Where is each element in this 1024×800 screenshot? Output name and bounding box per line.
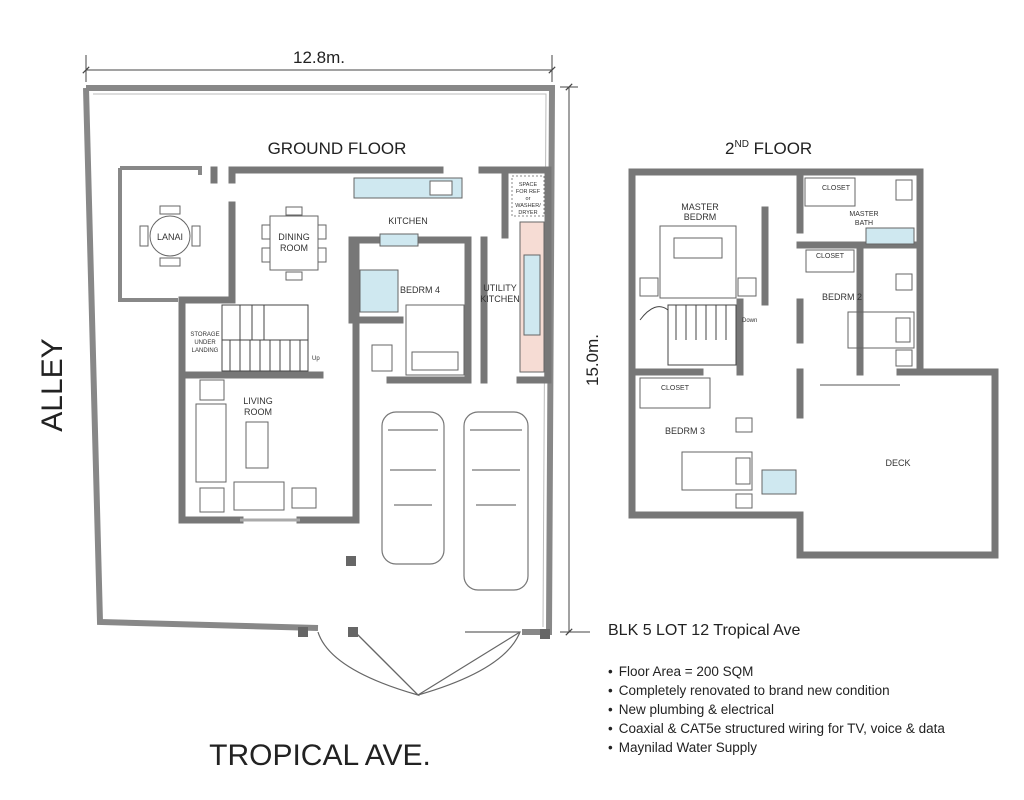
ground-floor-title: GROUND FLOOR xyxy=(268,139,407,158)
deck-label: DECK xyxy=(885,458,910,468)
master-closet xyxy=(804,177,856,207)
ref-space xyxy=(511,175,545,217)
ref-label-4: WASHER/ xyxy=(515,203,541,209)
bedrm4-label: BEDRM 4 xyxy=(400,285,440,295)
dining-table xyxy=(261,206,327,281)
living-label-2: ROOM xyxy=(244,407,272,417)
second-floor-title: 2ND FLOOR xyxy=(725,139,812,158)
ref-label-5: DRYER xyxy=(518,210,537,216)
stairs-down-label: Down xyxy=(742,318,757,324)
kitchen-sink xyxy=(429,180,453,196)
storage-label-2: UNDER xyxy=(194,340,216,346)
ref-label-3: or xyxy=(526,196,531,202)
dining-label-2: ROOM xyxy=(280,243,308,253)
bedrm3-bed xyxy=(681,417,753,509)
lanai-label: LANAI xyxy=(157,232,183,242)
depth-label: 15.0m. xyxy=(583,334,602,386)
upper-stairs xyxy=(639,304,737,366)
depth-dimension xyxy=(560,83,590,636)
front-street-label: TROPICAL AVE. xyxy=(209,739,431,772)
ref-label-2: FOR REF xyxy=(516,189,541,195)
garage-cars xyxy=(381,411,529,591)
width-label: 12.8m. xyxy=(293,48,345,67)
feature-item: New plumbing & electrical xyxy=(608,700,1018,719)
utility-label-1: UTILITY xyxy=(483,283,517,293)
bedrm2-closet-label: CLOSET xyxy=(816,253,845,260)
alley-label: ALLEY xyxy=(36,338,69,431)
storage-label-1: STORAGE xyxy=(190,332,219,338)
bedrm3-closet-label: CLOSET xyxy=(661,385,690,392)
bedrm2-closet xyxy=(805,249,855,273)
bedrm4-bed xyxy=(405,304,465,376)
bedrm3-label: BEDRM 3 xyxy=(665,426,705,436)
feature-item: Completely renovated to brand new condit… xyxy=(608,681,1018,700)
master-bed xyxy=(639,225,757,299)
hall-bath xyxy=(761,469,797,495)
stairs-up-label: Up xyxy=(312,356,320,362)
lot-inner xyxy=(93,93,547,628)
lanai-slab xyxy=(118,166,202,302)
mbath-label-1: MASTER xyxy=(849,211,878,218)
front-gates xyxy=(317,631,521,697)
master-label-1: MASTER xyxy=(681,202,719,212)
bedrm2-label: BEDRM 2 xyxy=(822,292,862,302)
utility-label-2: KITCHEN xyxy=(480,294,520,304)
living-label-1: LIVING xyxy=(243,396,273,406)
gate-posts xyxy=(298,627,550,639)
utility-sink xyxy=(523,254,541,336)
feature-item: Floor Area = 200 SQM xyxy=(608,662,1018,681)
width-dimension xyxy=(82,55,556,82)
feature-list: Floor Area = 200 SQM Completely renovate… xyxy=(608,662,1018,757)
lanai-table xyxy=(139,205,201,267)
living-furniture xyxy=(195,379,317,513)
listing-info: BLK 5 LOT 12 Tropical Ave Floor Area = 2… xyxy=(608,622,1018,757)
dining-label-1: DINING xyxy=(278,232,310,242)
master-label-2: BEDRM xyxy=(684,212,717,222)
garage-post xyxy=(346,556,356,566)
feature-item: Maynilad Water Supply xyxy=(608,738,1018,757)
ground-stairs xyxy=(221,304,309,372)
storage-label-3: LANDING xyxy=(192,348,219,354)
second-floor-walls xyxy=(628,168,999,559)
bedrm4-bath xyxy=(359,269,399,372)
listing-title: BLK 5 LOT 12 Tropical Ave xyxy=(608,622,801,639)
bedrm3-closet xyxy=(639,377,711,409)
bedrm2-bed xyxy=(847,273,915,367)
master-closet-label: CLOSET xyxy=(822,185,851,192)
kitchen-island xyxy=(379,233,419,247)
ref-label-1: SPACE xyxy=(519,182,538,188)
master-toilet xyxy=(895,179,913,201)
kitchen-label: KITCHEN xyxy=(388,216,428,226)
mbath-label-2: BATH xyxy=(855,220,873,227)
feature-item: Coaxial & CAT5e structured wiring for TV… xyxy=(608,719,1018,738)
ground-floor-walls xyxy=(178,166,552,524)
master-shower xyxy=(865,227,915,245)
